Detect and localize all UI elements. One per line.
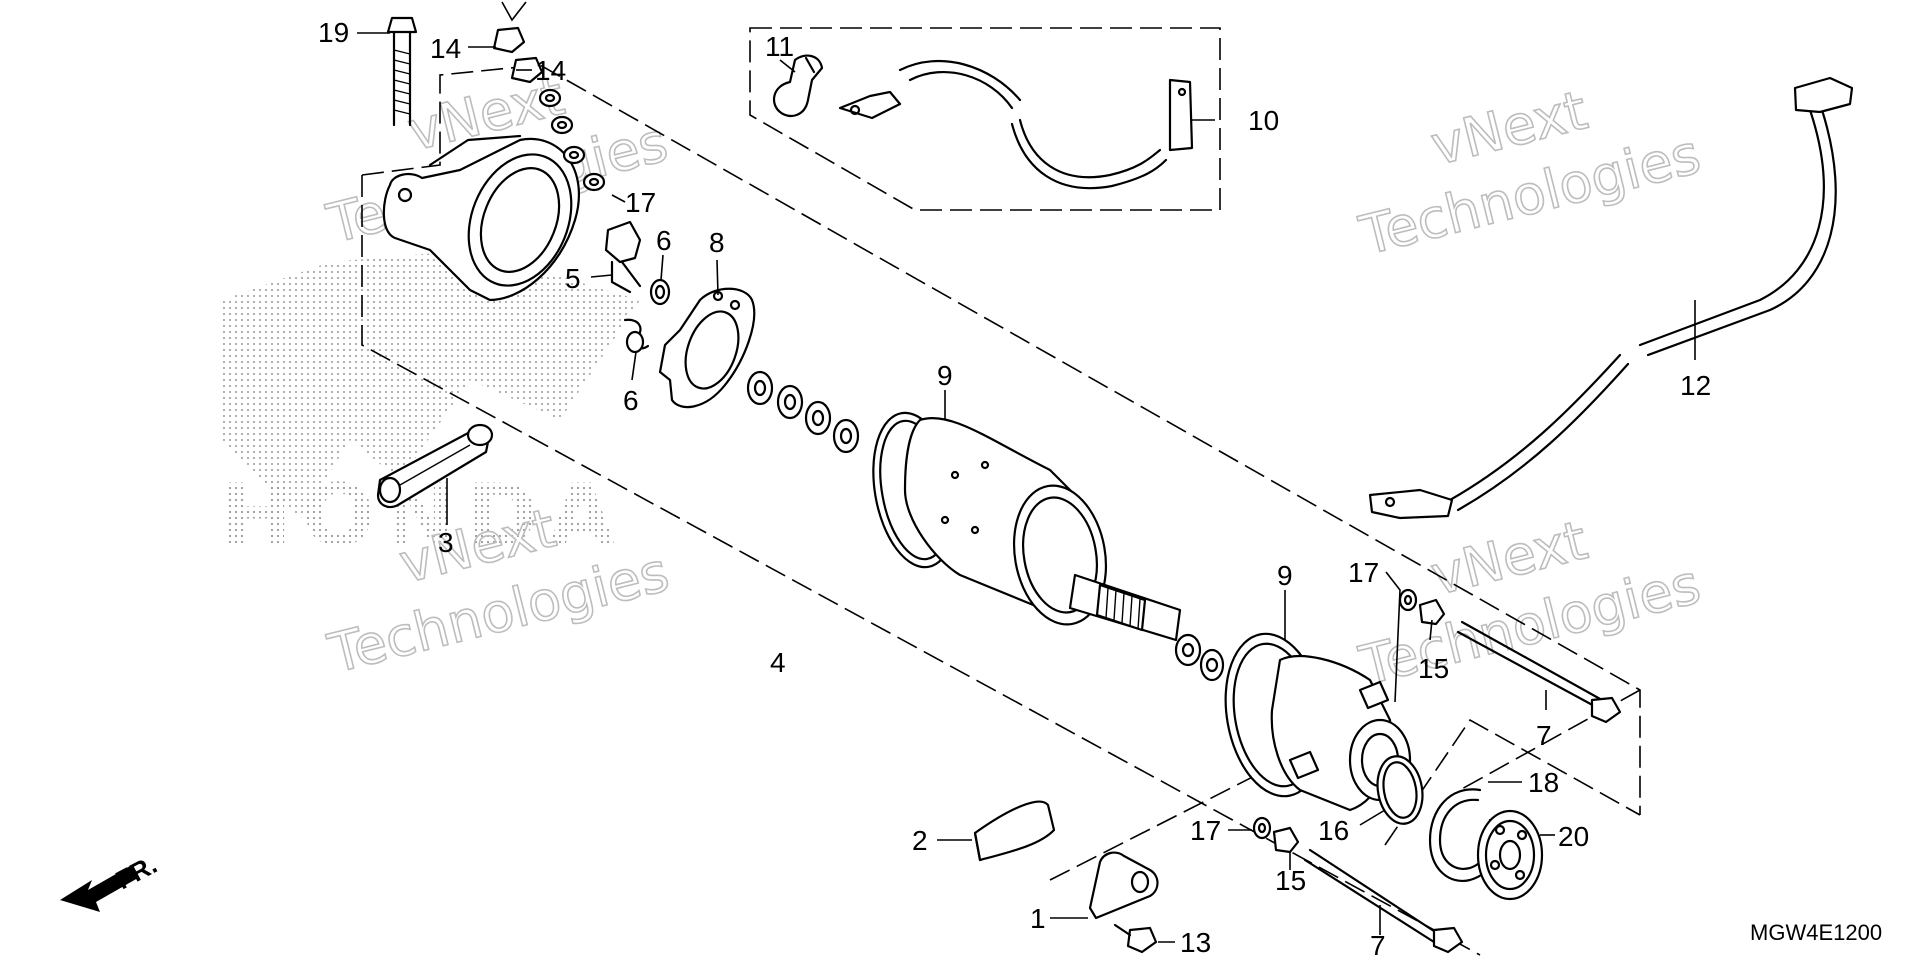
callout-7: 7 <box>1536 720 1552 751</box>
callout-7: 7 <box>1370 930 1386 960</box>
o-ring-16 <box>1376 755 1424 825</box>
nut-15-upper <box>1418 598 1446 626</box>
callout-1: 1 <box>1030 903 1046 934</box>
brush-plate-8 <box>658 287 756 409</box>
spring-6a <box>649 278 671 306</box>
bracket-1 <box>1088 851 1159 920</box>
long-bolt-7-lower <box>1303 848 1464 954</box>
nut-15-lower <box>1272 826 1300 854</box>
spring-6b <box>623 318 650 354</box>
washer-17-lower <box>1252 816 1272 840</box>
shaft-washers <box>1174 633 1225 682</box>
leader-lines <box>357 32 1696 943</box>
armature-shaft <box>1068 573 1182 642</box>
callout-14: 14 <box>430 33 461 64</box>
callout-2: 2 <box>912 825 928 856</box>
bolt-19 <box>386 16 418 127</box>
callout-9: 9 <box>937 360 953 391</box>
bearing-20 <box>1476 809 1544 901</box>
callout-17: 17 <box>1348 557 1379 588</box>
ground-cable-12 <box>1368 76 1854 520</box>
cable-box-10 <box>749 27 1221 211</box>
callout-8: 8 <box>709 227 725 258</box>
callout-4: 4 <box>770 647 786 678</box>
honda-logo: HONDA <box>220 250 640 566</box>
callout-19: 19 <box>318 17 349 48</box>
callout-20: 20 <box>1558 821 1589 852</box>
front-arrow: FR. <box>60 849 162 912</box>
washer-17-upper <box>1398 588 1418 612</box>
callout-9: 9 <box>1277 560 1293 591</box>
brush-terminal-5 <box>604 220 642 294</box>
callout-6: 6 <box>656 225 672 256</box>
callout-12: 12 <box>1680 370 1711 401</box>
nut-column <box>492 1 606 192</box>
callout-18: 18 <box>1528 767 1559 798</box>
cushion-2 <box>973 800 1056 862</box>
shim-set <box>746 370 860 454</box>
link-bracket-3 <box>376 423 494 509</box>
long-bolt-7-upper <box>1456 620 1622 724</box>
callout-14: 14 <box>535 55 566 86</box>
callout-17: 17 <box>625 187 656 218</box>
callout-6: 6 <box>623 385 639 416</box>
part-code: MGW4E1200 <box>1750 920 1882 945</box>
terminal-cap-11 <box>772 54 824 118</box>
callout-15: 15 <box>1275 865 1306 896</box>
callout-3: 3 <box>438 527 454 558</box>
front-bracket <box>1224 632 1412 812</box>
rear-cover <box>382 134 581 302</box>
callout-10: 10 <box>1248 105 1279 136</box>
bolt-13 <box>1113 923 1158 954</box>
callout-16: 16 <box>1318 815 1349 846</box>
callout-13: 13 <box>1180 927 1211 958</box>
callout-15: 15 <box>1418 653 1449 684</box>
callout-11: 11 <box>765 31 794 62</box>
callout-labels: 19 14 14 17 6 5 8 6 3 4 11 10 9 9 12 17 … <box>318 17 1711 960</box>
callout-17: 17 <box>1190 815 1221 846</box>
cable-10 <box>838 60 1194 190</box>
callout-5: 5 <box>565 263 581 294</box>
motor-yoke <box>872 411 1108 626</box>
